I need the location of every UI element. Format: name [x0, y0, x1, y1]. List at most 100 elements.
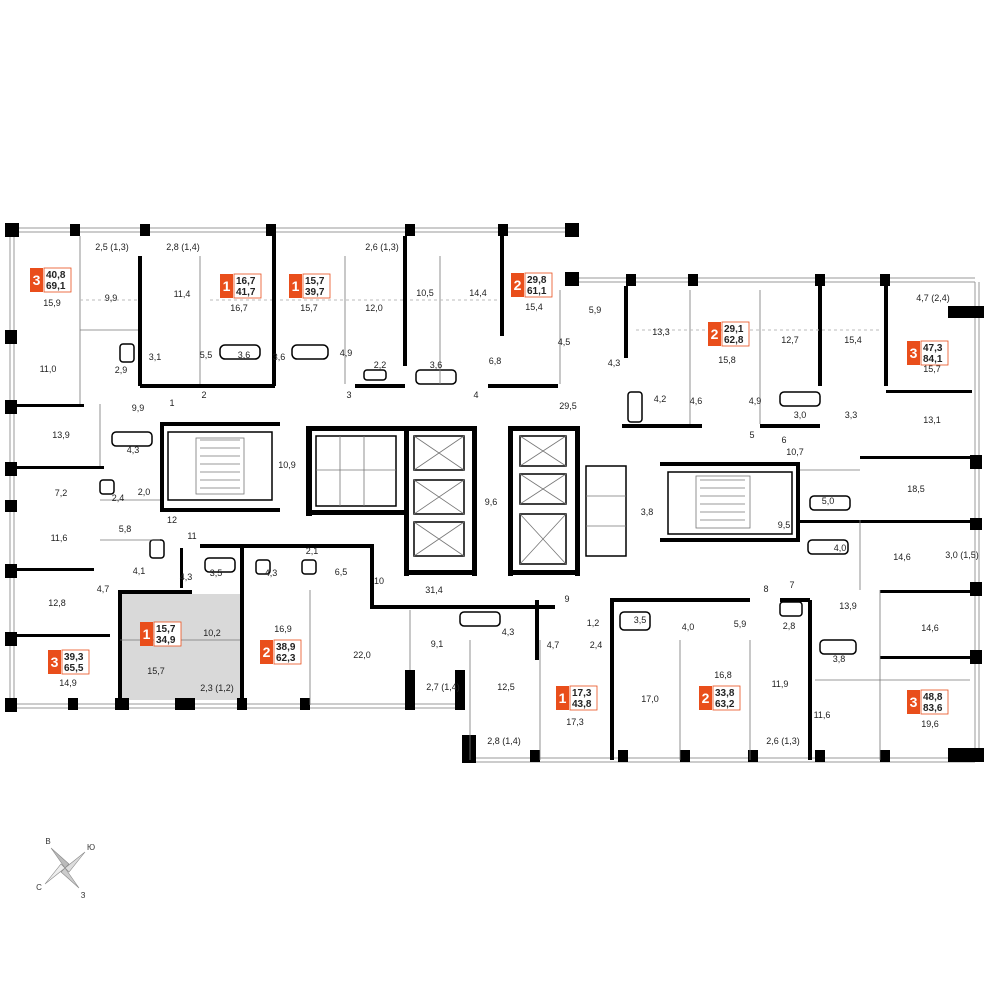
room-area-label: 11,6 — [814, 710, 831, 720]
room-area-label: 9,9 — [132, 403, 145, 413]
apartment-rooms-marker — [220, 274, 233, 298]
room-area-label: 4,9 — [749, 396, 762, 406]
room-area-label: 9,9 — [105, 293, 118, 303]
room-area-label: 12,8 — [48, 598, 66, 608]
apartment-rooms-count: 1 — [559, 690, 567, 706]
apartment-rooms-marker — [48, 650, 61, 674]
apartment-living-area: 16,7 — [236, 276, 256, 287]
room-area-label: 17,0 — [641, 694, 659, 704]
room-area-label: 2,7 (1,4) — [426, 682, 460, 692]
room-area-label: 4,3 — [502, 627, 515, 637]
room-area-label: 7,2 — [55, 488, 68, 498]
selected-apartment-area[interactable] — [122, 594, 240, 700]
room-area-label: 13,1 — [923, 415, 941, 425]
room-area-label: 4,9 — [340, 348, 353, 358]
apartment-area-box — [273, 639, 302, 665]
room-area-label: 15,7 — [147, 666, 165, 676]
room-area-label: 5,9 — [589, 305, 602, 315]
apartment-living-area: 40,8 — [46, 270, 66, 281]
apartment-area-box — [721, 321, 750, 347]
room-area-label: 2,3 (1,2) — [200, 683, 234, 693]
room-area-label: 15,4 — [844, 335, 862, 345]
room-area-label: 4,1 — [133, 566, 146, 576]
compass-arrow-north — [50, 847, 70, 869]
apartment-rooms-marker — [556, 686, 569, 710]
apartment-rooms-count: 2 — [263, 644, 271, 660]
apartment-area-box — [524, 272, 553, 298]
stair-core-right — [660, 462, 800, 542]
room-area-label: 2,0 — [138, 487, 151, 497]
door-number: 8 — [763, 584, 768, 594]
apartment-rooms-count: 3 — [33, 272, 41, 288]
interior-walls — [14, 236, 972, 760]
door-number: 2 — [201, 390, 206, 400]
compass-label-north: В — [45, 837, 50, 846]
door-number: 3 — [346, 390, 351, 400]
apartment-rooms-marker — [907, 690, 920, 714]
apartment-living-area: 47,3 — [923, 343, 943, 354]
apartment-rooms-marker — [140, 622, 153, 646]
partitions — [79, 236, 970, 760]
apartment-rooms-marker — [699, 686, 712, 710]
apartment-total-area: 39,7 — [305, 287, 325, 298]
room-area-label: 10,5 — [416, 288, 434, 298]
room-area-label: 13,3 — [652, 327, 670, 337]
apartment-total-area: 84,1 — [923, 354, 943, 365]
room-area-label: 3,8 — [833, 654, 846, 664]
apartment-area-box — [302, 273, 331, 299]
room-area-label: 2,4 — [590, 640, 603, 650]
exterior-columns — [5, 223, 984, 763]
room-area-label: 17,3 — [566, 717, 584, 727]
apartment-living-area: 33,8 — [715, 688, 735, 699]
room-area-label: 15,9 — [43, 298, 61, 308]
room-area-label: 9,1 — [431, 639, 444, 649]
room-area-label: 16,9 — [274, 624, 292, 634]
apartment-living-area: 29,1 — [724, 324, 744, 335]
apartment-rooms-count: 3 — [51, 654, 59, 670]
room-area-label: 13,9 — [52, 430, 70, 440]
room-area-label: 4,2 — [654, 394, 667, 404]
apartment-area-box — [712, 685, 741, 711]
room-area-label: 14,9 — [59, 678, 77, 688]
door-number: 5 — [749, 430, 754, 440]
compass-arrow-south — [60, 867, 80, 889]
apartment-rooms-marker — [708, 322, 721, 346]
room-area-label: 3,6 — [430, 360, 443, 370]
room-area-label: 1,2 — [587, 618, 600, 628]
room-area-label: 10,7 — [786, 447, 804, 457]
room-area-label: 18,5 — [907, 484, 925, 494]
room-area-label: 6,8 — [489, 356, 502, 366]
room-area-label: 16,7 — [230, 303, 248, 313]
apartment-living-area: 17,3 — [572, 688, 592, 699]
apartment-area-box — [920, 689, 949, 715]
room-area-label: 9,6 — [485, 497, 498, 507]
door-number: 7 — [789, 580, 794, 590]
compass-label-west: С — [36, 883, 42, 892]
apartment-area-box — [569, 685, 598, 711]
apartment-living-area: 39,3 — [64, 652, 84, 663]
apartment-rooms-count: 1 — [143, 626, 151, 642]
room-area-label: 4,7 — [547, 640, 560, 650]
room-area-label: 2,8 — [783, 621, 796, 631]
room-area-label: 5,0 — [822, 496, 835, 506]
room-area-label: 15,8 — [718, 355, 736, 365]
room-area-label: 3,5 — [634, 615, 647, 625]
room-area-label: 14,6 — [893, 552, 911, 562]
room-area-label: 3,3 — [845, 410, 858, 420]
room-area-label: 9,5 — [778, 520, 791, 530]
